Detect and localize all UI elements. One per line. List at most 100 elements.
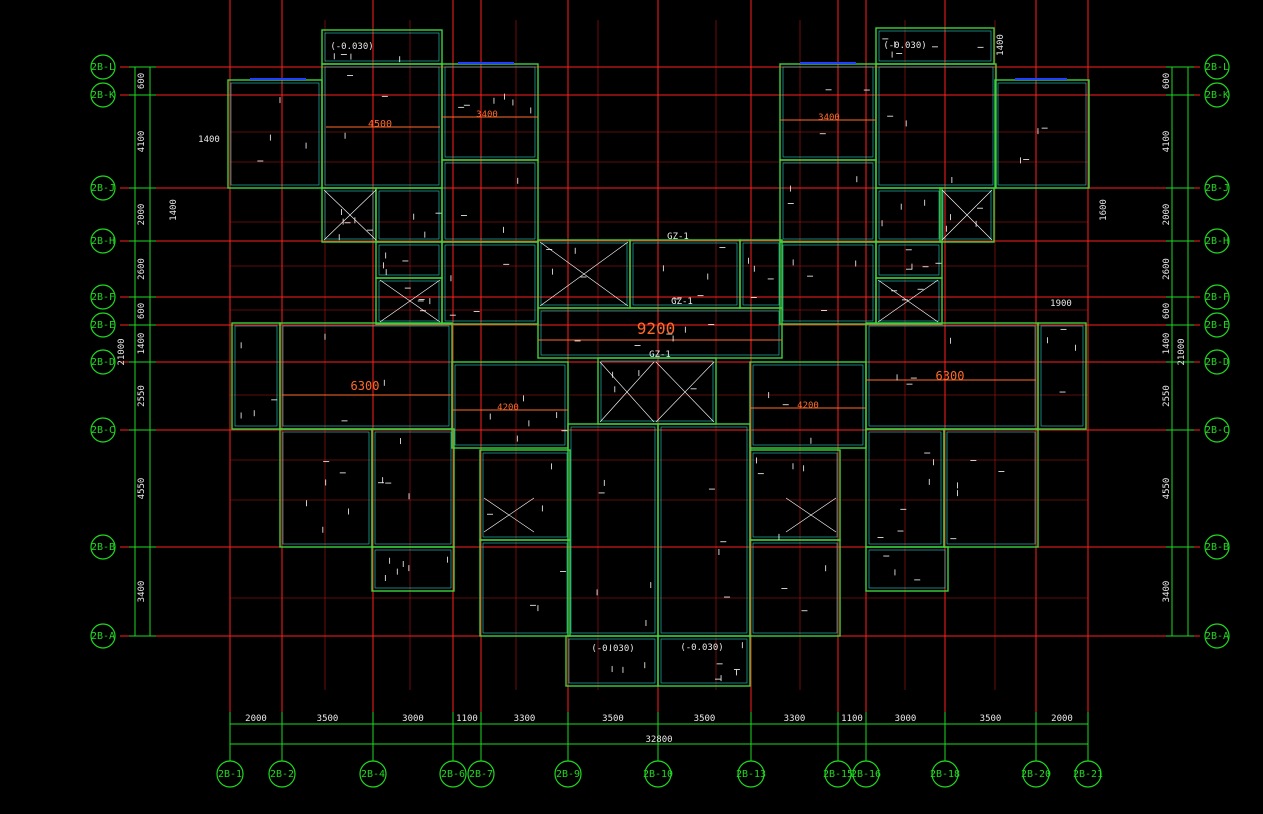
wall-room-17 (779, 241, 877, 325)
span-label-left-small: 4200 (497, 403, 519, 413)
axis-label-col-10: 2B-18 (930, 769, 960, 780)
axis-bubble-row-0-5 (90, 312, 116, 338)
note-level-1: (-0.030) (330, 42, 373, 52)
dim-text-side-0-3: 2600 (137, 258, 147, 280)
span-label-right-upper: 3400 (818, 113, 840, 123)
axis-label-col-4: 2B-7 (469, 769, 493, 780)
wall-room-36 (749, 539, 841, 637)
dim-text-total-bottom: 32800 (645, 735, 672, 745)
axis-bubble-row-0-4 (90, 284, 116, 310)
dim-text-side-1-2: 2000 (1162, 204, 1172, 226)
wall-inner-12 (378, 244, 440, 276)
note-dim-1900: 1900 (1050, 299, 1072, 309)
wall-room-20 (739, 239, 783, 309)
wall-inner-7 (378, 190, 440, 240)
wall-room-43 (321, 29, 443, 65)
axis-label-col-2: 2B-4 (361, 769, 385, 780)
dim-text-bottom-6: 3500 (694, 714, 716, 724)
axis-label-row-1-1: 2B-K (1205, 90, 1229, 101)
axis-label-row-0-4: 2B-F (91, 292, 115, 303)
wall-room-25 (1037, 322, 1087, 430)
wall-room-32 (943, 428, 1039, 548)
wall-inner-14 (878, 244, 940, 276)
wall-inner-17 (782, 244, 874, 322)
axis-label-col-11: 2B-20 (1021, 769, 1051, 780)
axis-label-row-0-6: 2B-D (91, 357, 115, 368)
wall-inner-31 (868, 431, 942, 545)
dim-text-bottom-4: 3300 (514, 714, 536, 724)
note-dim-1600: 1600 (1099, 199, 1109, 221)
axis-bubble-col-4 (467, 760, 495, 788)
span-label-right-mid: 6300 (936, 369, 965, 383)
axis-bubble-col-2 (359, 760, 387, 788)
dim-text-side-1-8: 3400 (1162, 581, 1172, 603)
axis-label-row-1-4: 2B-F (1205, 292, 1229, 303)
axis-label-row-1-7: 2B-C (1205, 425, 1229, 436)
wall-inner-42 (660, 638, 748, 684)
wall-inner-20 (742, 242, 780, 306)
axis-bubble-row-1-2 (1204, 175, 1230, 201)
dim-text-total-side-1: 21000 (1177, 338, 1187, 365)
axis-bubble-row-1-3 (1204, 228, 1230, 254)
wall-inner-28 (600, 360, 714, 422)
dim-text-side-0-7: 4550 (137, 478, 147, 500)
axis-label-row-0-5: 2B-E (91, 320, 115, 331)
wall-inner-15 (878, 280, 940, 322)
wall-room-28 (597, 357, 717, 425)
wall-room-37 (567, 423, 659, 637)
wall-inner-32 (946, 431, 1036, 545)
dim-text-side-0-6: 2550 (137, 385, 147, 407)
dim-text-side-1-4: 600 (1162, 303, 1172, 319)
axis-label-col-7: 2B-13 (736, 769, 766, 780)
wall-inner-40 (868, 549, 946, 589)
dim-text-side-1-1: 4100 (1162, 131, 1172, 153)
shaft-diag-b-3 (323, 189, 377, 241)
wall-room-3 (779, 63, 877, 161)
wall-inner-26 (454, 364, 566, 446)
dim-text-bottom-5: 3500 (602, 714, 624, 724)
wall-room-42 (657, 635, 751, 687)
axis-bubble-row-0-2 (90, 175, 116, 201)
column-tag-low: GZ-1 (649, 350, 671, 360)
axis-bubble-row-1-4 (1204, 284, 1230, 310)
wall-room-33 (479, 449, 571, 541)
wall-room-39 (371, 546, 455, 592)
grid-axes (120, 0, 1200, 760)
wall-inner-38 (660, 426, 748, 634)
shaft-diag-b-7 (483, 497, 535, 533)
axis-bubble-col-3 (439, 760, 467, 788)
axis-label-col-9: 2B-16 (851, 769, 881, 780)
dim-text-side-0-0: 600 (137, 73, 147, 89)
axis-label-col-1: 2B-2 (270, 769, 294, 780)
wall-inner-44 (878, 30, 992, 62)
wall-room-8 (441, 159, 539, 243)
wall-room-26 (451, 361, 569, 449)
wall-room-34 (749, 449, 841, 541)
note-level-3: (-0.030) (591, 644, 634, 654)
wall-inner-27 (752, 364, 864, 446)
dim-text-side-1-0: 600 (1162, 73, 1172, 89)
wall-inner-19 (632, 242, 738, 306)
axis-label-col-6: 2B-10 (643, 769, 673, 780)
wall-room-29 (279, 428, 373, 548)
wall-room-22 (231, 322, 281, 430)
axis-bubble-row-1-1 (1204, 82, 1230, 108)
axis-bubble-col-1 (268, 760, 296, 788)
axis-label-row-0-3: 2B-H (91, 236, 115, 247)
span-label-left-mid: 6300 (351, 379, 380, 393)
axis-bubble-row-0-7 (90, 417, 116, 443)
dim-text-bottom-2: 3000 (402, 714, 424, 724)
wall-inner-21 (540, 310, 780, 356)
wall-inner-24 (868, 325, 1036, 427)
axis-label-col-12: 2B-21 (1073, 769, 1103, 780)
span-label-left-upper-1: 4500 (368, 119, 392, 130)
dim-text-side-0-2: 2000 (137, 204, 147, 226)
span-label-center: 9200 (637, 319, 676, 338)
wall-inner-30 (374, 431, 452, 545)
wall-room-40 (865, 546, 949, 592)
wall-room-7 (375, 187, 443, 243)
dim-text-side-0-5: 1400 (137, 333, 147, 355)
axis-label-row-1-9: 2B-A (1205, 631, 1229, 642)
dim-text-side-0-4: 600 (137, 303, 147, 319)
dim-text-bottom-8: 1100 (841, 714, 863, 724)
